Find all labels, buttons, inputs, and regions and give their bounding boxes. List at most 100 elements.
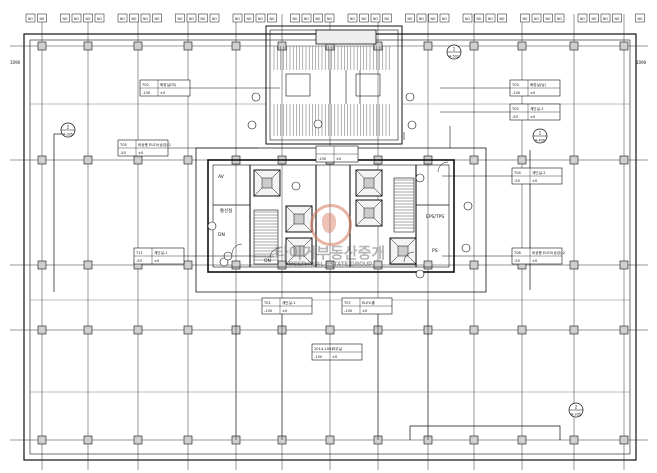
room-label-stair-left: 통신실 [220, 207, 232, 214]
finish-tag-name: 계단실-2 [530, 106, 544, 111]
grid-bubble-label: NO [235, 17, 240, 21]
section-mark-ref: A-335 [571, 413, 581, 417]
structural-column [183, 41, 193, 51]
finish-tag-level: ±0 [532, 179, 538, 183]
elevator-cab [261, 177, 273, 189]
door-tag-circle [291, 181, 301, 191]
structural-column [231, 41, 241, 51]
grid-bubble [244, 13, 254, 23]
finish-tag-level: ±0 [530, 115, 536, 119]
door-tag-circle [407, 120, 417, 130]
grid-bubble [198, 13, 208, 23]
structural-column [183, 435, 193, 445]
core-wall-inner [212, 164, 450, 268]
structural-column [37, 155, 47, 165]
finish-tag-level: -50 [514, 259, 521, 263]
grid-bubble-label: NO [523, 17, 528, 21]
elevator-cab [397, 245, 409, 257]
finish-tag-level: -150 [142, 91, 151, 95]
structural-column [373, 41, 383, 51]
structural-column [83, 325, 93, 335]
door-swing [269, 247, 281, 259]
grid-bubble [301, 13, 312, 23]
grid-bubble [60, 13, 70, 23]
structural-column [569, 435, 579, 445]
door-tag-circle [207, 221, 217, 231]
top-stair-landing [315, 29, 377, 45]
finish-tag-center: -150±0 [315, 145, 359, 163]
structural-column [517, 325, 527, 335]
structural-column [423, 260, 433, 270]
grid-bubble-label: NO [442, 17, 447, 21]
grid-bubble [416, 13, 427, 23]
grid-bubble [439, 13, 450, 23]
door-tag-circle [251, 92, 261, 102]
grid-bubble [152, 13, 162, 23]
grid-bubble [255, 13, 266, 23]
grid-bubble [25, 13, 36, 23]
structural-column [325, 325, 335, 335]
finish-tag-name: 계단실-2 [532, 170, 546, 175]
grid-bubble-label: NO [350, 17, 355, 21]
grid-bubble [428, 13, 438, 23]
structural-column [83, 260, 93, 270]
grid-bubble [554, 13, 565, 23]
section-mark-1: 1A-502 [446, 44, 462, 60]
finish-tag-code: T03 [511, 83, 519, 87]
finish-tag-code: T04 [513, 171, 521, 175]
section-mark-ref: A-502 [449, 55, 459, 59]
structural-column [231, 260, 241, 270]
section-mark-2: 2A-335 [60, 122, 76, 138]
grid-bubble [370, 13, 381, 23]
grid-bubble-label: NO [120, 17, 125, 21]
structural-column [619, 260, 629, 270]
grid-bubble-label: NO [592, 17, 597, 21]
finish-tag-level: -50 [514, 179, 521, 183]
finish-tag-code: T07 [343, 301, 351, 305]
door-swing [231, 243, 243, 255]
core-outline [195, 147, 487, 293]
finish-tag-level: ±0 [530, 91, 536, 95]
grid-bubble [186, 13, 197, 23]
top-core-block [265, 25, 403, 145]
structural-column [469, 325, 479, 335]
grid-bubble-label: NO [178, 17, 183, 21]
section-mark-ref: A-400 [535, 139, 545, 143]
section-mark-number: 2 [575, 405, 578, 410]
section-mark-number: 1 [453, 47, 456, 52]
grid-bubble [175, 13, 185, 23]
structural-column [37, 260, 47, 270]
grid-bubble-label: NO [419, 17, 424, 21]
grid-bubble-label: NO [638, 17, 643, 21]
grid-bubble [543, 13, 553, 23]
grid-bubble-label: NO [327, 17, 332, 21]
structural-column [325, 435, 335, 445]
structural-column [277, 41, 287, 51]
grid-bubble-label: NO [557, 17, 562, 21]
structural-column [569, 325, 579, 335]
structural-column [423, 41, 433, 51]
finish-tag-level: ±0 [532, 259, 538, 263]
section-mark-number: 2 [67, 125, 70, 130]
grid-bubble [94, 13, 105, 23]
structural-column [133, 435, 143, 445]
elevator-cab [363, 177, 375, 189]
grid-bubble [267, 13, 277, 23]
grid-bubble-label: NO [546, 17, 551, 21]
room-label-av: AV [218, 174, 225, 180]
finish-tag-level: -150 [318, 157, 327, 161]
grid-bubble-label: NO [247, 17, 252, 21]
grid-bubble-label: NO [534, 17, 539, 21]
grid-bubble-label: NO [431, 17, 436, 21]
finish-tag-name: 화장실(여) [160, 82, 177, 87]
finish-tag-level: -50 [120, 151, 127, 155]
structural-column [373, 260, 383, 270]
grid-bubble [71, 13, 82, 23]
finish-tag-level: ±0 [332, 355, 338, 359]
